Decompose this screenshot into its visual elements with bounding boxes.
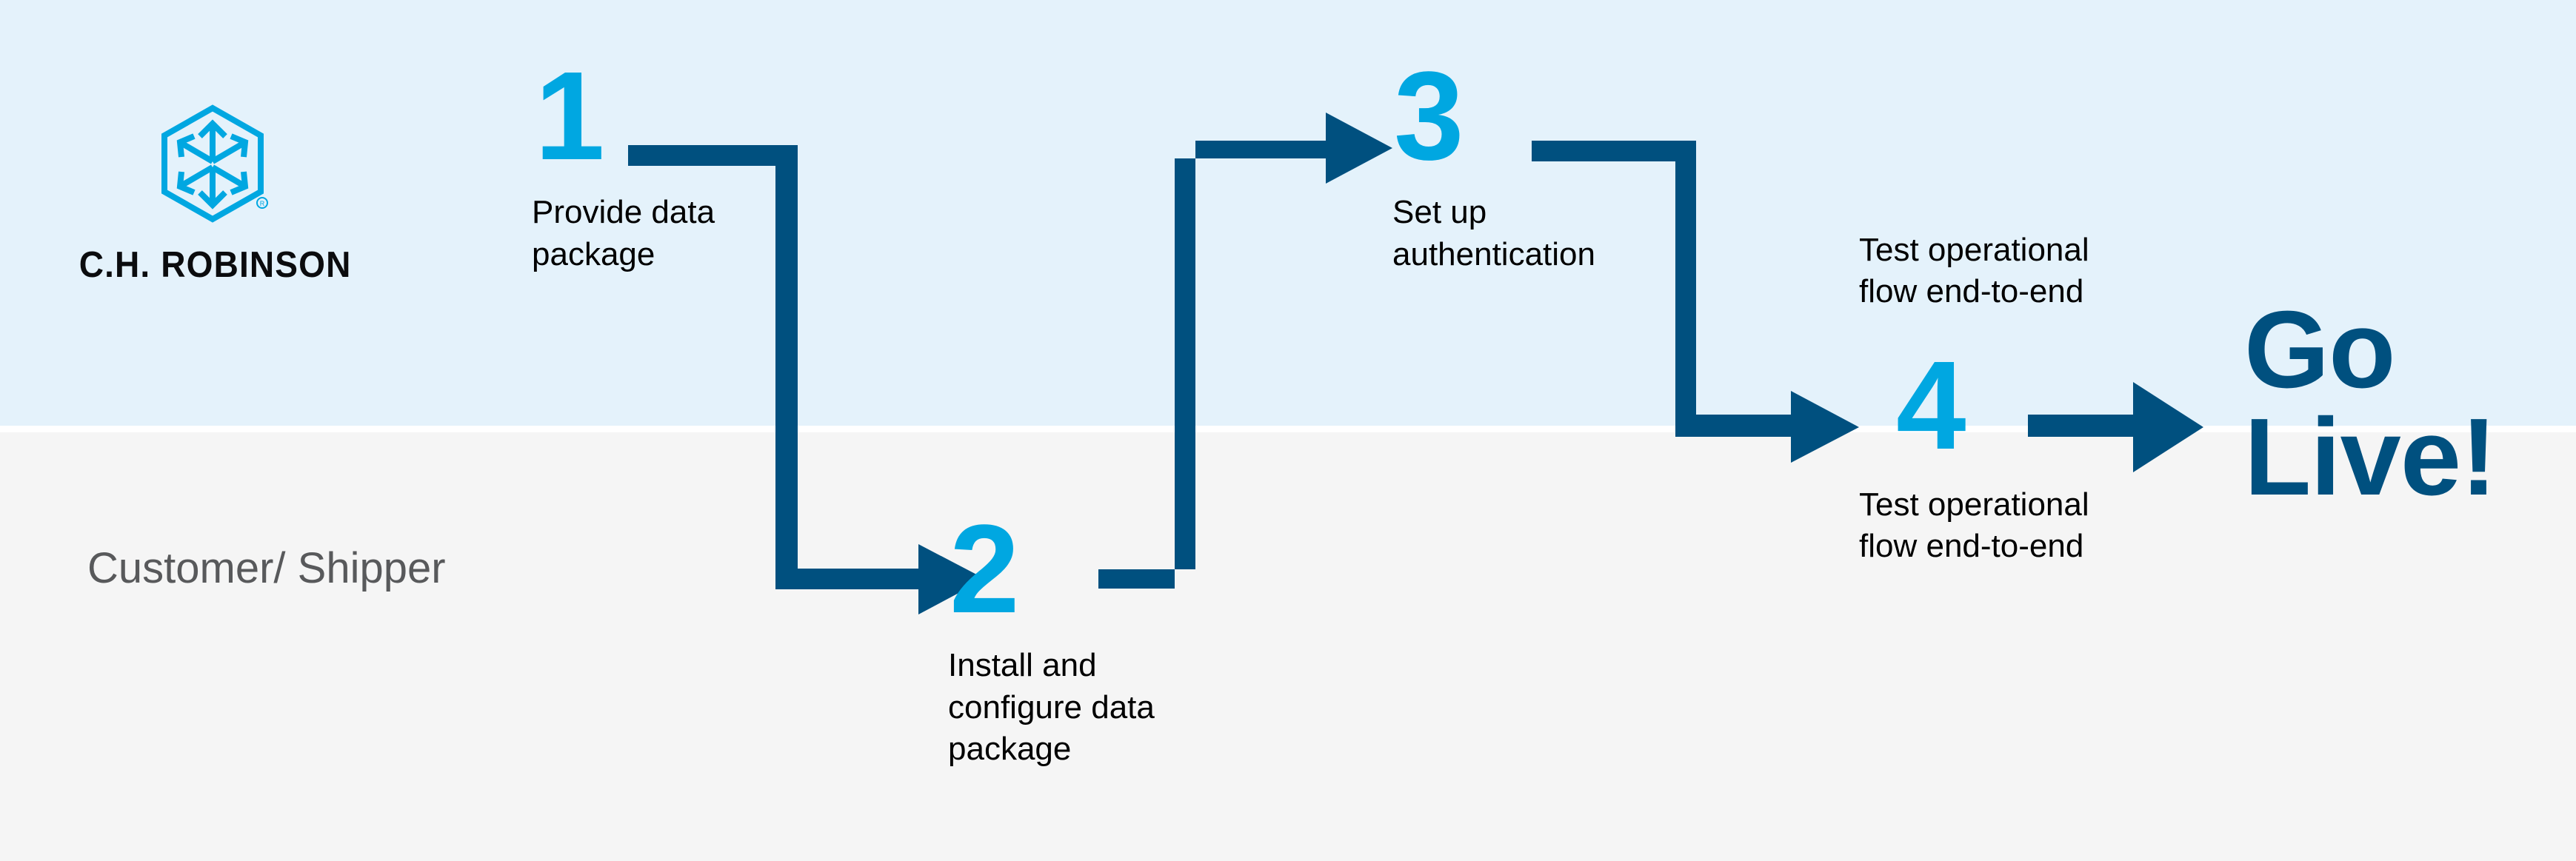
brand-wordmark: C.H. ROBINSON [79,245,352,285]
step-4: Test operational flow end-to-end 4 Test … [1859,230,2089,568]
band-customer-shipper [0,432,2576,861]
registered-mark-icon: R [256,197,268,209]
hexagon-cube-arrows-logo-icon: R [161,104,268,223]
step-3: 3 Set up authentication [1392,46,1595,275]
step-2: 2 Install and configure data package [948,499,1155,770]
step-2-label: Install and configure data package [948,647,1155,768]
step-2-number: 2 [950,499,1020,640]
step-4-label-below: Test operational flow end-to-end [1859,486,2089,565]
lane-label-customer-shipper: Customer/ Shipper [87,544,446,592]
step-3-number: 3 [1394,46,1464,187]
step-4-label-above: Test operational flow end-to-end [1859,232,2089,310]
brand-logo: R C.H. ROBINSON [70,104,359,286]
band-chrobinson [0,0,2576,426]
step-1-number: 1 [535,46,605,187]
outcome-go-live: Go Live! [2244,289,2497,519]
step-1-label: Provide data package [532,194,715,272]
svg-text:R: R [260,200,265,207]
step-3-label: Set up authentication [1392,194,1595,272]
step-4-number: 4 [1896,335,1966,476]
step-1: 1 Provide data package [532,46,715,275]
